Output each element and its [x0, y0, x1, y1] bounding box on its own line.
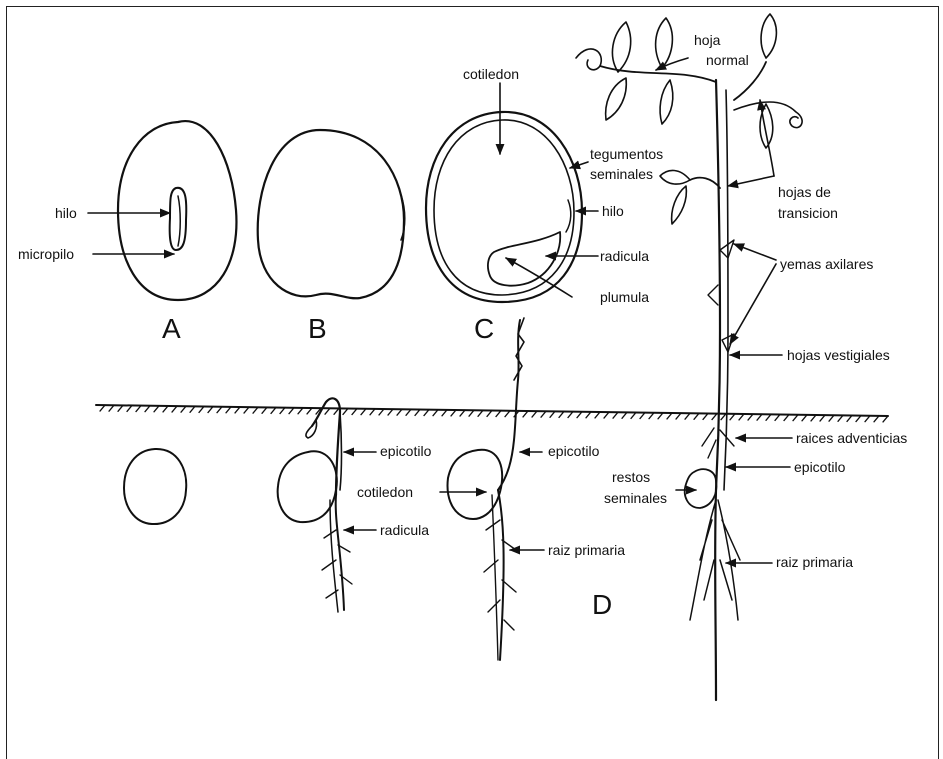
label-raices-adventicias: raices adventicias [796, 430, 907, 446]
label-normal: normal [706, 52, 749, 68]
soil-line [96, 405, 888, 422]
seed-a [88, 121, 236, 300]
panel-letter-d: D [592, 590, 612, 620]
label-hojas-vestigiales: hojas vestigiales [787, 347, 890, 363]
label-epicotilo-1: epicotilo [380, 443, 431, 459]
label-hilo-c: hilo [602, 203, 624, 219]
panel-letter-b: B [308, 314, 327, 344]
label-epicotilo-3: epicotilo [794, 459, 845, 475]
label-cotiledon-top: cotiledon [463, 66, 519, 82]
seed-bottom-1 [124, 449, 186, 524]
label-radicula-bottom: radicula [380, 522, 429, 538]
seedling-3 [440, 318, 544, 660]
label-restos: restos [612, 469, 650, 485]
label-yemas-axilares: yemas axilares [780, 256, 873, 272]
label-tegumentos-2: seminales [590, 166, 653, 182]
panel-letter-a: A [162, 314, 181, 344]
label-raiz-primaria-3: raiz primaria [548, 542, 625, 558]
label-transicion: transicion [778, 205, 838, 221]
label-seminales: seminales [604, 490, 667, 506]
label-micropilo: micropilo [18, 246, 74, 262]
label-raiz-primaria-d: raiz primaria [776, 554, 853, 570]
label-radicula-c: radicula [600, 248, 649, 264]
seed-c [426, 83, 598, 302]
label-hojas-de: hojas de [778, 184, 831, 200]
label-tegumentos-1: tegumentos [590, 146, 663, 162]
panel-letter-c: C [474, 314, 494, 344]
label-hoja: hoja [694, 32, 720, 48]
label-hilo-a: hilo [55, 205, 77, 221]
label-epicotilo-2: epicotilo [548, 443, 599, 459]
label-cotiledon-bottom: cotiledon [357, 484, 413, 500]
seed-b [258, 130, 405, 298]
seedling-2 [278, 398, 376, 612]
label-plumula: plumula [600, 289, 649, 305]
